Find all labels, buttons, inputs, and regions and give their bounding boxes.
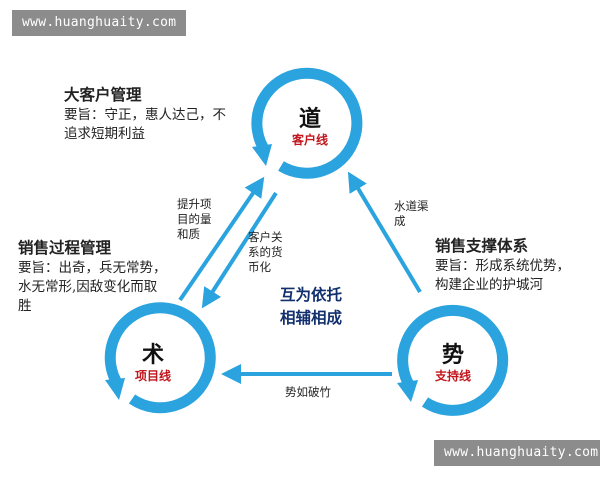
label-monetize-line: 币化: [248, 260, 271, 274]
node-shi-sub: 支持线: [434, 369, 471, 383]
label-momentum: 势如破竹: [285, 385, 331, 399]
block-sales-support-title: 销售支撑体系: [435, 236, 529, 255]
label-improve-line: 和质: [177, 227, 200, 241]
node-shi: 势 支持线: [418, 342, 488, 384]
label-improve-line: 目的量: [177, 212, 212, 226]
label-improve-line: 提升项: [177, 197, 212, 211]
label-channel-line: 成: [394, 214, 406, 228]
block-big-customer: 大客户管理 要旨：守正，惠人达己，不 追求短期利益: [64, 84, 226, 144]
arrow-shi-to-dao: [347, 171, 422, 294]
center-text: 互为依托 相辅相成: [266, 284, 356, 330]
ring-shi: [397, 304, 509, 416]
label-channel: 水道渠 成: [394, 199, 429, 229]
ring-dao: [251, 67, 363, 179]
node-dao-name: 道: [298, 106, 321, 132]
block-sales-support-line: 要旨：形成系统优势，: [435, 258, 570, 274]
block-sales-support-line: 构建企业的护城河: [435, 277, 543, 293]
block-sales-process-line: 水无常形,因敌变化而取: [18, 279, 158, 295]
watermark-bottom: www.huanghuaity.com: [434, 440, 600, 466]
center-text-line: 相辅相成: [279, 309, 342, 327]
watermark-top: www.huanghuaity.com: [12, 10, 187, 36]
node-shu: 术 项目线: [118, 342, 188, 384]
block-sales-process: 销售过程管理 要旨：出奇，兵无常势， 水无常形,因敌变化而取 胜: [18, 237, 167, 316]
node-dao: 道 客户线: [275, 106, 345, 148]
block-sales-process-title: 销售过程管理: [18, 238, 112, 257]
arrow-dao-to-shu: [201, 191, 278, 309]
label-monetize-line: 客户关: [248, 230, 283, 244]
arrow-shu-to-dao: [178, 176, 265, 302]
node-dao-sub: 客户线: [291, 133, 328, 147]
node-shi-name: 势: [441, 342, 464, 368]
center-text-line: 互为依托: [279, 286, 342, 304]
ring-shu: [104, 302, 216, 414]
block-sales-support: 销售支撑体系 要旨：形成系统优势， 构建企业的护城河: [435, 235, 570, 295]
label-improve: 提升项 目的量 和质: [177, 197, 212, 242]
label-monetize-line: 系的货: [248, 245, 283, 259]
label-channel-line: 水道渠: [394, 199, 429, 213]
block-big-customer-title: 大客户管理: [64, 85, 142, 104]
block-sales-process-line: 要旨：出奇，兵无常势，: [18, 260, 167, 276]
block-sales-process-line: 胜: [18, 298, 32, 314]
block-big-customer-line: 追求短期利益: [64, 126, 145, 142]
block-big-customer-line: 要旨：守正，惠人达己，不: [64, 107, 226, 123]
node-shu-sub: 项目线: [134, 369, 171, 383]
node-shu-name: 术: [141, 342, 164, 368]
label-monetize: 客户关 系的货 币化: [248, 230, 283, 275]
